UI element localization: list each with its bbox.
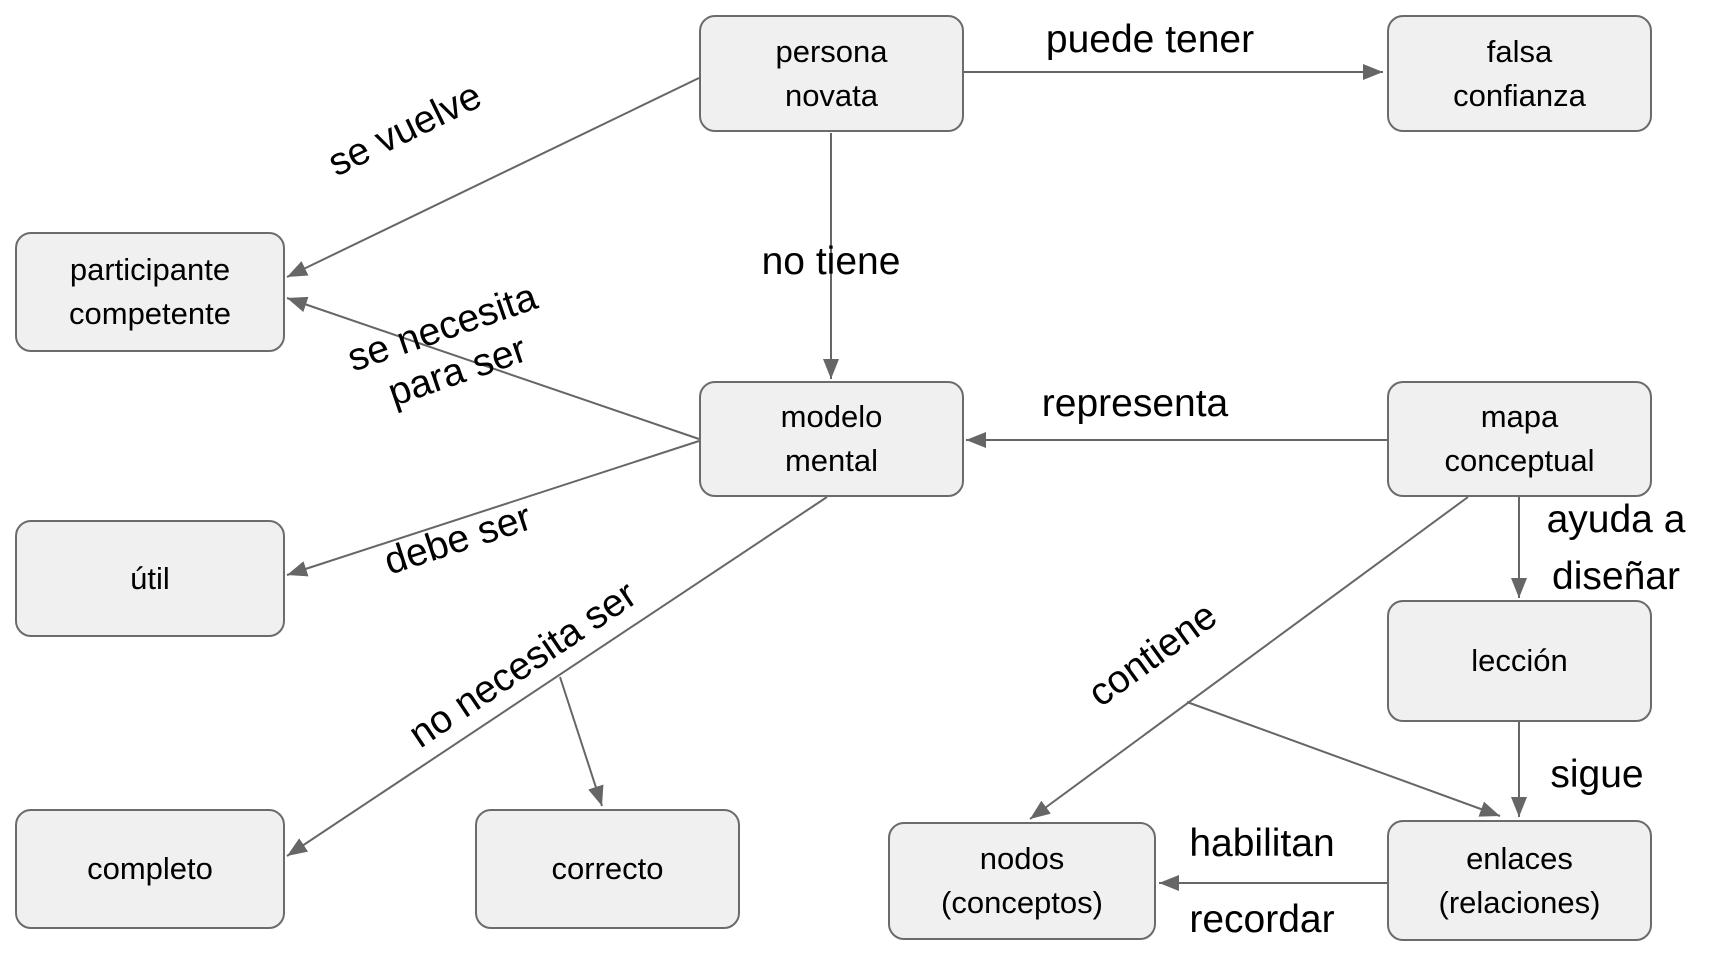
edge-enlaces-branch <box>1186 701 1501 817</box>
node-label-line: mapa <box>1480 399 1559 434</box>
label-recordar[interactable]: recordar <box>1189 898 1334 942</box>
label-no-tiene[interactable]: no tiene <box>762 240 901 284</box>
node-modelo-mental[interactable]: modelo mental <box>699 381 964 497</box>
node-correcto[interactable]: correcto <box>475 809 740 929</box>
node-label-line: falsa <box>1486 33 1553 69</box>
edge-se-vuelve <box>286 77 700 278</box>
node-nodos-conceptos[interactable]: nodos (conceptos) <box>888 822 1156 940</box>
node-label-line: (conceptos) <box>941 885 1103 920</box>
edge-label-line: puede tener <box>1045 18 1255 61</box>
edge-debe-ser <box>286 440 700 577</box>
node-label-line: lección <box>1471 643 1568 678</box>
node-label-line: confianza <box>1453 77 1586 113</box>
node-label-line: novata <box>784 77 879 113</box>
node-label-line: mental <box>784 443 879 478</box>
edge-correcto-branch <box>559 676 604 807</box>
node-label-line: participante <box>69 252 231 287</box>
node-label-line: nodos <box>979 841 1065 876</box>
edge-no-necesita-ser <box>286 496 828 857</box>
node-completo[interactable]: completo <box>15 809 285 929</box>
edge-se-necesita <box>286 296 700 440</box>
edge-label-line: recordar <box>1189 898 1335 941</box>
node-label-line: persona <box>775 33 888 69</box>
edge-contiene <box>1029 496 1469 820</box>
label-sigue[interactable]: sigue <box>1550 753 1643 797</box>
node-label-line: conceptual <box>1444 443 1595 478</box>
node-util[interactable]: útil <box>15 520 285 637</box>
node-label-line: correcto <box>551 851 664 886</box>
edge-label-line: habilitan <box>1189 822 1335 865</box>
node-label-line: enlaces <box>1466 840 1573 876</box>
node-label-line: (relaciones) <box>1438 884 1601 920</box>
node-label-line: útil <box>130 560 170 596</box>
label-ayuda-a-disenar[interactable]: ayuda a diseñar <box>1547 491 1686 605</box>
node-persona-novata[interactable]: persona novata <box>699 15 964 132</box>
label-puede-tener[interactable]: puede tener <box>1046 18 1254 62</box>
edge-label-line: representa <box>1041 382 1229 425</box>
node-label-line: competente <box>69 296 231 331</box>
label-habilitan[interactable]: habilitan <box>1189 822 1334 866</box>
node-label-line: completo <box>87 851 213 886</box>
node-enlaces-relaciones[interactable]: enlaces (relaciones) <box>1387 820 1652 941</box>
node-mapa-conceptual[interactable]: mapa conceptual <box>1387 381 1652 497</box>
node-falsa-confianza[interactable]: falsa confianza <box>1387 15 1652 132</box>
node-leccion[interactable]: lección <box>1387 600 1652 722</box>
edge-label-line: no tiene <box>761 240 901 283</box>
edge-label-line: sigue <box>1550 753 1644 796</box>
edge-label-line: diseñar <box>1552 555 1680 598</box>
node-participante-competente[interactable]: participante competente <box>15 232 285 352</box>
edge-label-line: ayuda a <box>1546 498 1686 541</box>
label-representa[interactable]: representa <box>1042 382 1228 426</box>
node-label-line: modelo <box>780 399 883 434</box>
